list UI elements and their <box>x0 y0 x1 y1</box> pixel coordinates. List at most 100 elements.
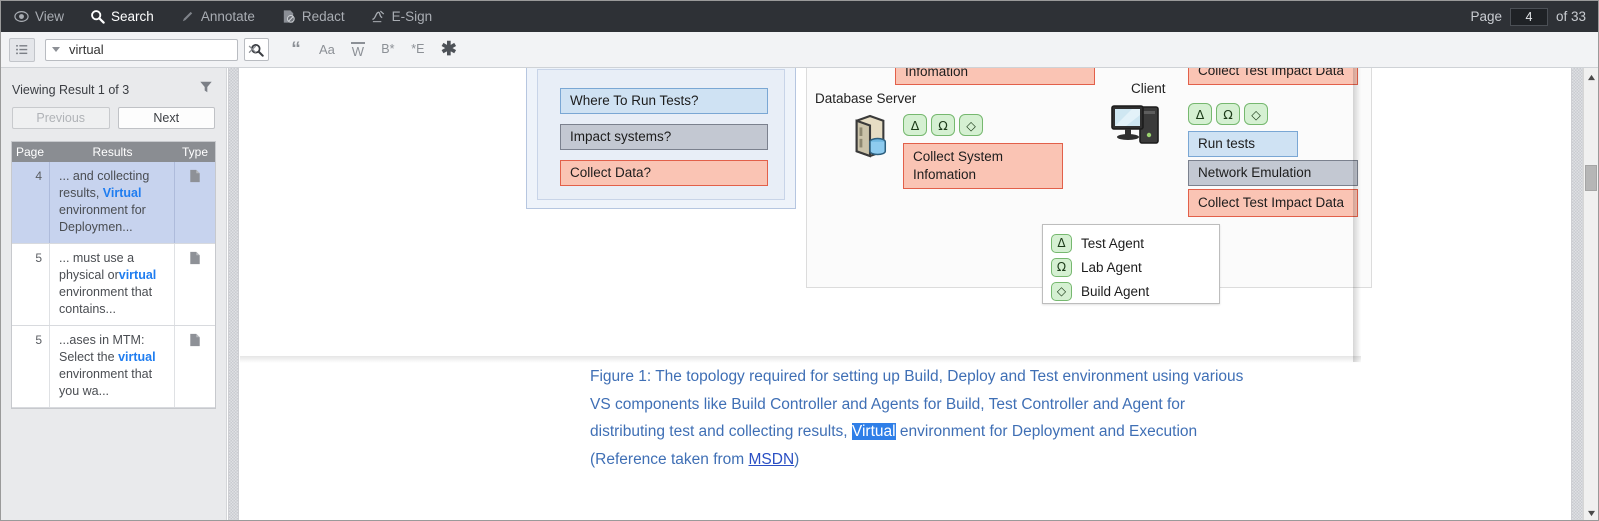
row-page: 5 <box>12 244 50 325</box>
row-snippet-pre: ...ases in MTM: Select the <box>59 333 145 364</box>
tab-view[interactable]: View <box>1 1 77 32</box>
tab-esign-label: E-Sign <box>391 9 433 24</box>
desktop-icon <box>1110 103 1172 152</box>
tab-search[interactable]: Search <box>77 1 167 32</box>
page-sheet: Where To Run Tests? Impact systems? Coll… <box>240 68 1585 520</box>
scroll-up-icon[interactable] <box>1584 70 1598 84</box>
caption-line-4-post: ) <box>794 450 800 468</box>
chevron-down-icon[interactable] <box>52 47 60 52</box>
search-input[interactable] <box>67 40 247 59</box>
tab-redact-label: Redact <box>301 9 345 24</box>
row-page: 5 <box>12 326 50 407</box>
msdn-link[interactable]: MSDN <box>748 450 795 468</box>
diagram-node-label-database-server: Database Server <box>815 91 917 106</box>
search-toolbar: ✕ “ Aa W B* *E ✱ <box>1 32 1598 68</box>
diagram-node-label-client: Client <box>1131 81 1166 96</box>
agent-chip-build-agent: ◇ <box>959 114 983 136</box>
wildcard-icon[interactable]: ✱ <box>440 39 457 60</box>
diagram-box-collect-test-impact-data-top: Collect Test Impact Data <box>1188 68 1358 85</box>
list-icon[interactable] <box>9 37 35 62</box>
top-menu-bar: View Search Annotate Redact E-Sign <box>1 1 1598 32</box>
column-header-results: Results <box>92 145 133 159</box>
agent-chip-lab-agent: Ω <box>1216 103 1240 125</box>
pencil-icon <box>180 9 195 24</box>
panel-splitter[interactable] <box>228 68 239 520</box>
begins-with-icon[interactable]: B* <box>381 42 395 57</box>
tab-search-label: Search <box>111 9 154 24</box>
legend-item-build-agent: ◇ Build Agent <box>1051 279 1219 303</box>
caption-line-3-pre: distributing test and collecting results… <box>590 423 852 440</box>
build-agent-icon: ◇ <box>1051 281 1072 301</box>
table-row[interactable]: 5 ...ases in MTM: Select the virtual env… <box>12 326 215 408</box>
document-icon <box>175 244 215 325</box>
diagram-box-where-to-run-tests: Where To Run Tests? <box>560 88 768 114</box>
vertical-scrollbar[interactable] <box>1583 68 1598 520</box>
diagram-box-collect-test-impact-data: Collect Test Impact Data <box>1188 189 1358 217</box>
whole-word-icon[interactable]: W <box>350 41 365 59</box>
search-results-panel: Viewing Result 1 of 3 Previous Next Page… <box>1 68 227 520</box>
row-snippet-post: environment that you wa... <box>59 367 153 398</box>
row-snippet: ... must use a physical orvirtual enviro… <box>50 244 175 325</box>
page-number-input[interactable] <box>1509 7 1548 26</box>
scroll-down-icon[interactable] <box>1584 506 1598 520</box>
diagram-box-network-emulation: Network Emulation <box>1188 160 1358 186</box>
previous-button[interactable]: Previous <box>12 107 110 129</box>
server-icon <box>849 113 891 164</box>
row-snippet-pre: ... must use a physical or <box>59 251 135 282</box>
agent-chip-test-agent: Δ <box>1188 103 1212 125</box>
diagram-box-run-tests: Run tests <box>1188 131 1298 157</box>
diagram-box-collect-system-infomation: Collect System Infomation <box>903 143 1063 189</box>
caption-line-4: (Reference taken from MSDN) <box>590 446 1390 474</box>
tab-esign[interactable]: E-Sign <box>358 1 446 32</box>
match-phrase-icon[interactable]: “ <box>291 39 301 60</box>
caption-line-1: Figure 1: The topology required for sett… <box>590 368 1244 385</box>
search-button[interactable] <box>244 38 269 61</box>
row-snippet-match: virtual <box>118 350 156 364</box>
diagram-box-collect-data: Collect Data? <box>560 160 768 186</box>
page-bottom-shadow <box>240 356 1361 363</box>
tab-annotate[interactable]: Annotate <box>167 1 268 32</box>
eye-icon <box>14 9 29 24</box>
search-input-wrapper: ✕ <box>45 38 258 61</box>
caption-line-3: distributing test and collecting results… <box>590 418 1390 446</box>
ends-with-icon[interactable]: *E <box>411 42 425 57</box>
page-navigation: Page of 33 <box>1470 7 1598 26</box>
column-header-page: Page <box>16 145 45 159</box>
search-options: “ Aa W B* *E ✱ <box>289 40 457 59</box>
match-case-icon[interactable]: Aa <box>319 42 335 57</box>
document-icon <box>175 326 215 407</box>
clear-icon[interactable]: ✕ <box>247 42 258 57</box>
scroll-thumb[interactable] <box>1585 165 1597 191</box>
row-page: 4 <box>12 162 50 243</box>
page-total-label: of 33 <box>1555 9 1586 24</box>
tab-redact[interactable]: Redact <box>268 1 358 32</box>
legend-item-lab-agent: Ω Lab Agent <box>1051 255 1219 279</box>
diagram-legend: Δ Test Agent Ω Lab Agent ◇ Build Agent <box>1042 224 1220 304</box>
diagram-box-infomation: Infomation <box>895 68 1095 85</box>
diagram-box-impact-systems: Impact systems? <box>560 124 768 150</box>
figure-caption: Figure 1: The topology required for sett… <box>590 363 1390 473</box>
next-button[interactable]: Next <box>117 107 215 129</box>
page-edge-shadow <box>1353 68 1361 362</box>
redact-icon <box>281 9 296 24</box>
test-agent-icon: Δ <box>1051 233 1072 253</box>
row-snippet: ...ases in MTM: Select the virtual envir… <box>50 326 175 407</box>
lab-agent-icon: Ω <box>1051 257 1072 277</box>
agent-chip-build-agent: ◇ <box>1244 103 1268 125</box>
row-snippet-match: virtual <box>118 268 157 282</box>
table-row[interactable]: 5 ... must use a physical orvirtual envi… <box>12 244 215 326</box>
tab-view-label: View <box>35 9 65 24</box>
document-icon <box>175 162 215 243</box>
table-row[interactable]: 4 ... and collecting results, Virtual en… <box>12 162 215 244</box>
search-icon <box>90 9 105 24</box>
legend-label-build-agent: Build Agent <box>1081 283 1150 299</box>
row-snippet-post: environment for Deploymen... <box>59 203 146 234</box>
caption-line-2: VS components like Build Controller and … <box>590 395 1186 413</box>
results-nav-buttons: Previous Next <box>1 107 226 129</box>
legend-label-test-agent: Test Agent <box>1081 235 1145 251</box>
funnel-icon[interactable] <box>199 80 213 99</box>
tab-annotate-label: Annotate <box>200 9 255 24</box>
page-label: Page <box>1470 9 1502 24</box>
document-viewport[interactable]: Where To Run Tests? Impact systems? Coll… <box>240 68 1585 520</box>
